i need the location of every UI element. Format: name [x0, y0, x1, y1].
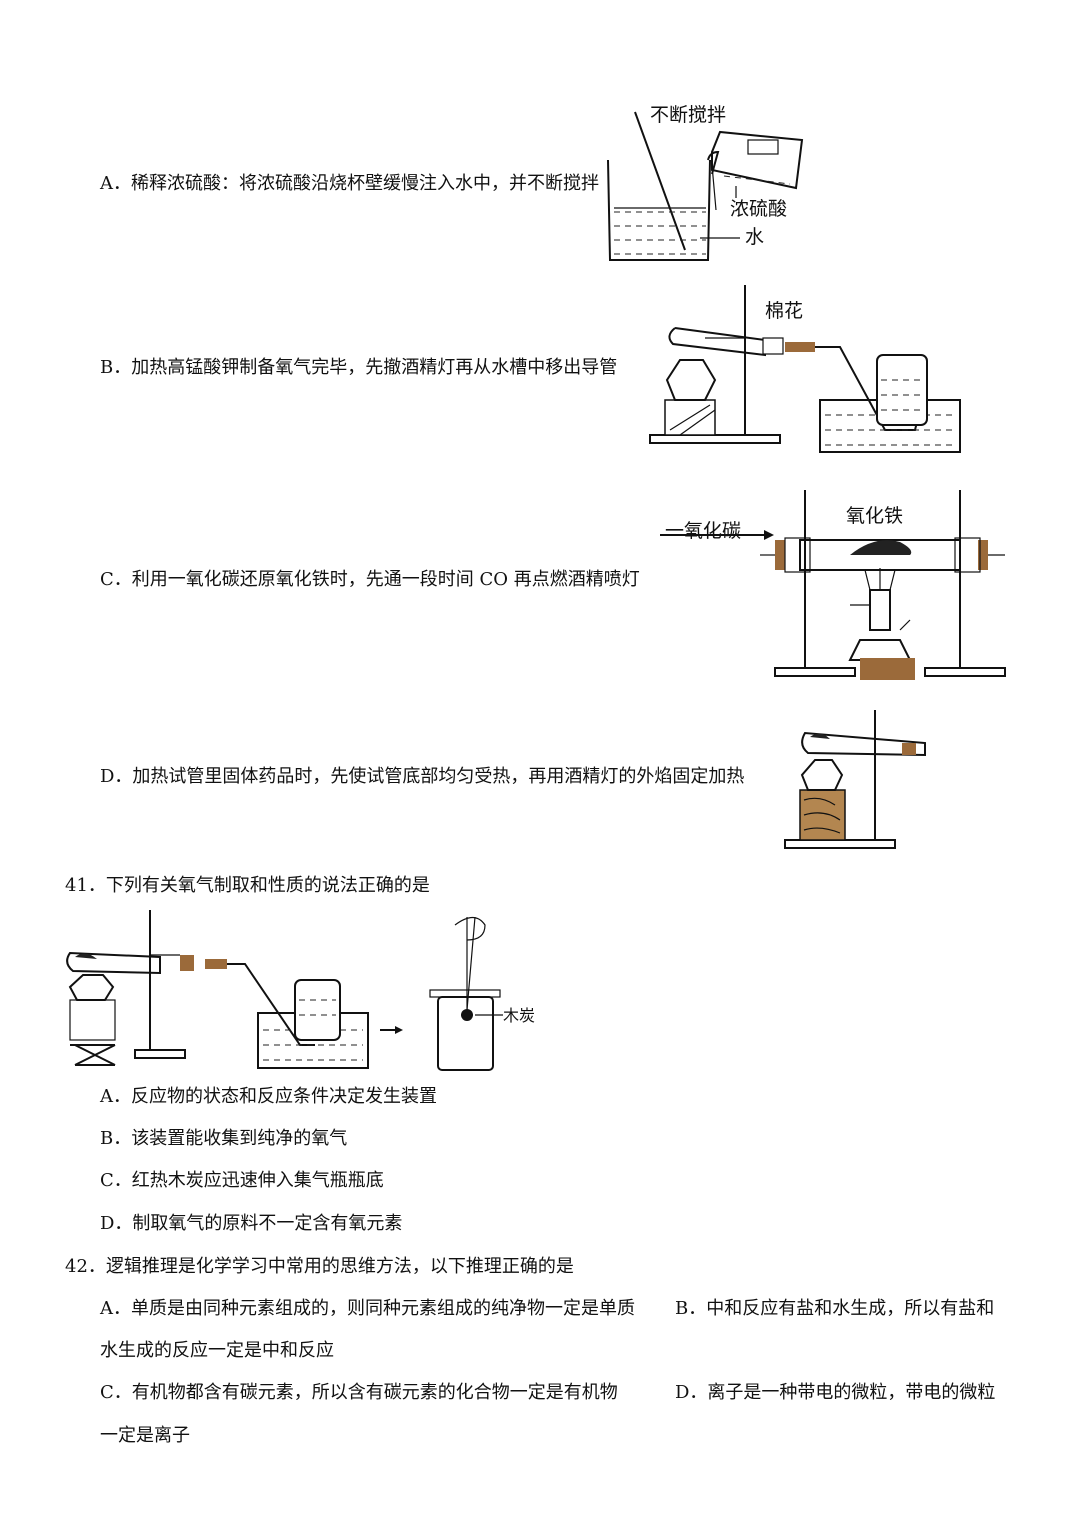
label-conc-acid: 浓硫酸 — [730, 198, 788, 220]
figure-dilute-sulfuric-acid — [607, 111, 804, 261]
figure-kmno4-oxygen — [649, 285, 961, 453]
label-charcoal: 木炭 — [503, 1006, 536, 1025]
label-fe2o3: 氧化铁 — [846, 505, 904, 527]
q42-option-b: B．中和反应有盐和水生成，所以有盐和 — [675, 1298, 995, 1319]
label-water: 水 — [745, 226, 765, 248]
figure-heat-test-tube — [784, 710, 926, 849]
figure-co-reduce-fe2o3 — [660, 490, 1006, 680]
option-d-text: D．加热试管里固体药品时，先使试管底部均匀受热，再用酒精灯的外焰固定加热 — [100, 766, 745, 787]
q42-option-d: D．离子是一种带电的微粒，带电的微粒 — [675, 1382, 996, 1403]
label-stir: 不断搅拌 — [650, 104, 727, 126]
figure-q41-apparatus — [66, 910, 503, 1071]
q41-stem: 41．下列有关氧气制取和性质的说法正确的是 — [65, 875, 430, 896]
q42-option-a: A．单质是由同种元素组成的，则同种元素组成的纯净物一定是单质 — [100, 1298, 635, 1319]
q41-option-d: D．制取氧气的原料不一定含有氧元素 — [100, 1213, 403, 1234]
option-c-text: C．利用一氧化碳还原氧化铁时，先通一段时间 CO 再点燃酒精喷灯 — [100, 569, 640, 590]
q42-option-d-cont: 一定是离子 — [100, 1425, 190, 1446]
q41-option-a: A．反应物的状态和反应条件决定发生装置 — [100, 1086, 437, 1107]
q42-option-b-cont: 水生成的反应一定是中和反应 — [100, 1340, 334, 1361]
q42-option-c: C．有机物都含有碳元素，所以含有碳元素的化合物一定是有机物 — [100, 1382, 618, 1403]
option-a-text: A．稀释浓硫酸：将浓硫酸沿烧杯壁缓慢注入水中，并不断搅拌 — [100, 173, 599, 194]
q42-stem: 42．逻辑推理是化学学习中常用的思维方法，以下推理正确的是 — [65, 1256, 574, 1277]
label-cotton: 棉花 — [765, 300, 804, 322]
q41-option-c: C．红热木炭应迅速伸入集气瓶瓶底 — [100, 1170, 384, 1191]
q41-option-b: B．该装置能收集到纯净的氧气 — [100, 1128, 348, 1149]
option-b-text: B．加热高锰酸钾制备氧气完毕，先撤酒精灯再从水槽中移出导管 — [100, 357, 618, 378]
label-co: 一氧化碳 — [665, 520, 742, 542]
